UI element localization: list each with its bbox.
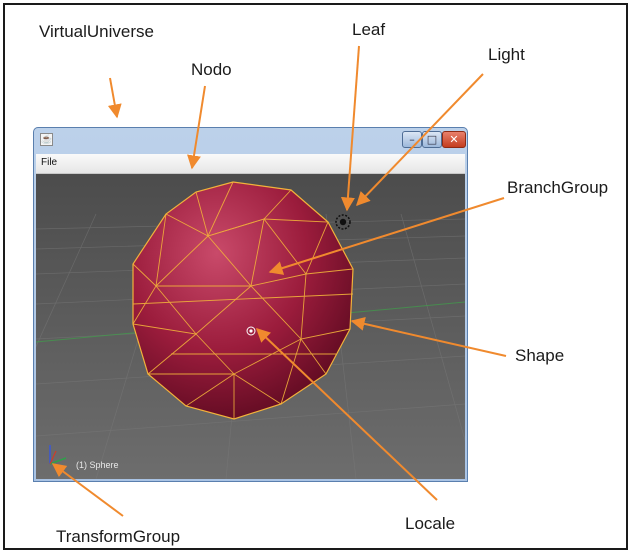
viewport-status-text: (1) Sphere — [76, 460, 119, 470]
menu-file[interactable]: File — [41, 157, 58, 168]
label-light: Light — [488, 45, 525, 64]
close-button[interactable]: ✕ — [442, 131, 466, 148]
arrow-nodo — [187, 85, 206, 170]
axis-widget-icon — [49, 445, 67, 465]
arrow-shape — [350, 316, 507, 357]
arrow-virtual-universe — [107, 77, 122, 119]
viewport-scene — [36, 181, 465, 479]
label-branch-group: BranchGroup — [507, 178, 609, 197]
arrow-transform-group — [51, 463, 124, 517]
locale-origin-marker — [246, 326, 256, 336]
menu-bar: File — [36, 154, 465, 174]
arrow-branch-group — [268, 197, 505, 275]
label-transform-group: TransformGroup — [56, 527, 181, 546]
label-shape: Shape — [515, 346, 565, 365]
java-app-icon: ☕ — [40, 133, 53, 146]
3d-viewport[interactable]: (1) Sphere — [36, 174, 465, 479]
arrow-leaf — [340, 45, 360, 212]
app-window: ☕ – □ ✕ File — [33, 127, 468, 482]
label-locale: Locale — [405, 514, 456, 533]
maximize-button[interactable]: □ — [422, 131, 442, 148]
label-nodo: Nodo — [191, 60, 232, 79]
arrow-light — [356, 73, 484, 207]
light-gizmo-icon[interactable] — [335, 214, 351, 230]
label-virtual-universe: VirtualUniverse — [39, 22, 154, 41]
sphere-wireframe — [132, 181, 354, 419]
arrow-locale — [255, 328, 438, 501]
label-leaf: Leaf — [352, 20, 386, 39]
